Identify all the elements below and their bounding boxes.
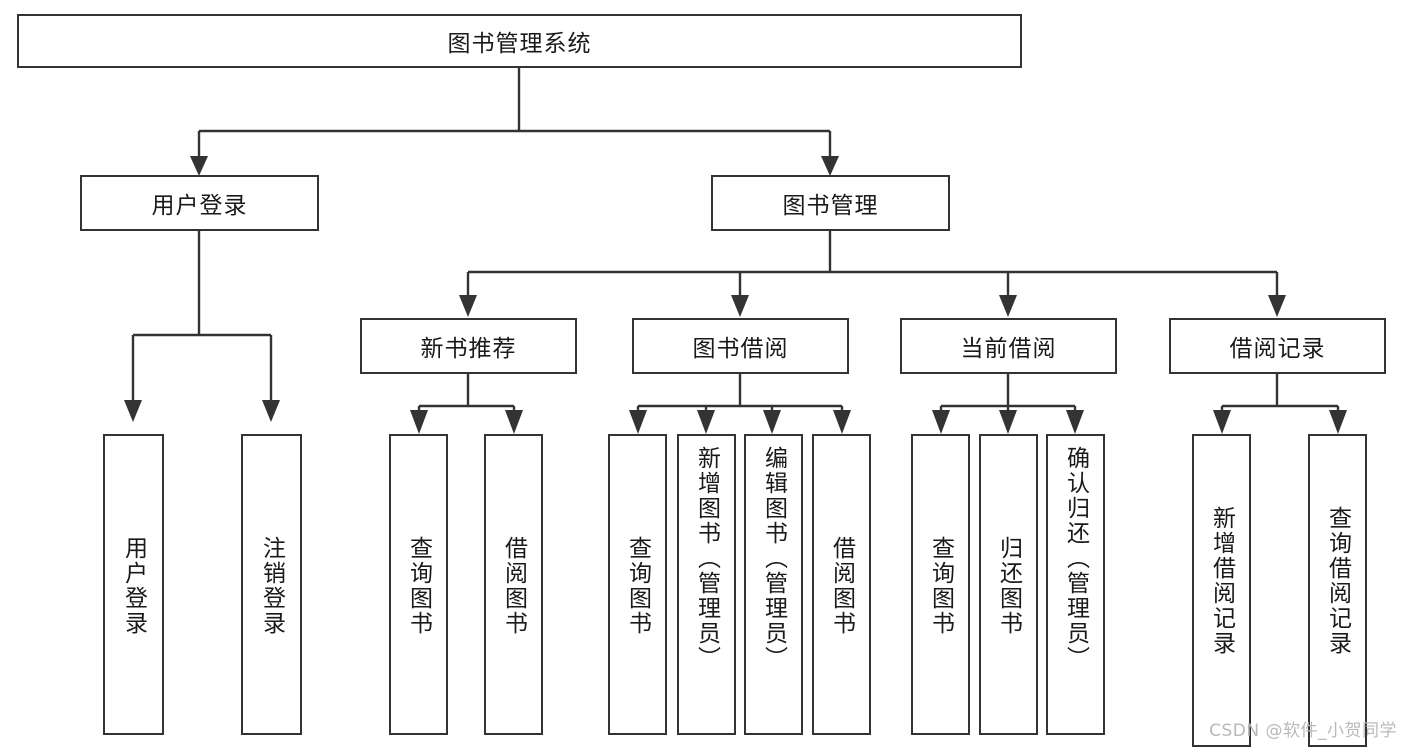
- node-label: 查询借阅记录: [1324, 506, 1351, 656]
- node-root-book-management-system[interactable]: 图书管理系统: [17, 14, 1022, 68]
- node-label: 图书管理: [782, 193, 879, 219]
- node-label: 归还图书: [995, 536, 1022, 636]
- leaf-book-borrow-borrow[interactable]: 借阅图书: [812, 434, 871, 735]
- node-label: 图书借阅: [692, 336, 789, 362]
- node-label: 当前借阅: [960, 336, 1057, 362]
- leaf-book-borrow-search[interactable]: 查询图书: [608, 434, 667, 735]
- node-label: 用户登录: [151, 193, 248, 219]
- node-label: 查询图书: [624, 536, 651, 636]
- leaf-current-borrow-search[interactable]: 查询图书: [911, 434, 970, 735]
- node-label: 借阅记录: [1229, 336, 1326, 362]
- node-user-login[interactable]: 用户登录: [80, 175, 319, 231]
- leaf-borrow-record-search[interactable]: 查询借阅记录: [1308, 434, 1367, 747]
- node-label: 图书管理系统: [447, 31, 592, 57]
- node-label: 注销登录: [258, 536, 285, 636]
- node-label: 确认归还（管理员）: [1062, 446, 1089, 671]
- node-label: 借阅图书: [828, 536, 855, 636]
- node-label: 查询图书: [927, 536, 954, 636]
- leaf-current-borrow-return[interactable]: 归还图书: [979, 434, 1038, 735]
- node-book-borrow[interactable]: 图书借阅: [632, 318, 849, 374]
- node-label: 新书推荐: [420, 336, 517, 362]
- node-label: 查询图书: [405, 536, 432, 636]
- leaf-borrow-record-add[interactable]: 新增借阅记录: [1192, 434, 1251, 747]
- node-borrow-record[interactable]: 借阅记录: [1169, 318, 1386, 374]
- node-label: 借阅图书: [500, 536, 527, 636]
- node-current-borrow[interactable]: 当前借阅: [900, 318, 1117, 374]
- node-label: 用户登录: [120, 536, 147, 636]
- node-label: 编辑图书（管理员）: [760, 446, 787, 671]
- node-label: 新增图书（管理员）: [693, 446, 720, 671]
- leaf-new-book-borrow[interactable]: 借阅图书: [484, 434, 543, 735]
- leaf-user-login-logout[interactable]: 注销登录: [241, 434, 302, 735]
- leaf-current-borrow-confirm-return[interactable]: 确认归还（管理员）: [1046, 434, 1105, 735]
- leaf-new-book-search[interactable]: 查询图书: [389, 434, 448, 735]
- watermark: CSDN @软件_小贺同学: [1209, 721, 1397, 741]
- leaf-user-login-login[interactable]: 用户登录: [103, 434, 164, 735]
- node-label: 新增借阅记录: [1208, 506, 1235, 656]
- leaf-book-borrow-add[interactable]: 新增图书（管理员）: [677, 434, 736, 735]
- node-new-book-recommend[interactable]: 新书推荐: [360, 318, 577, 374]
- node-book-management[interactable]: 图书管理: [711, 175, 950, 231]
- leaf-book-borrow-edit[interactable]: 编辑图书（管理员）: [744, 434, 803, 735]
